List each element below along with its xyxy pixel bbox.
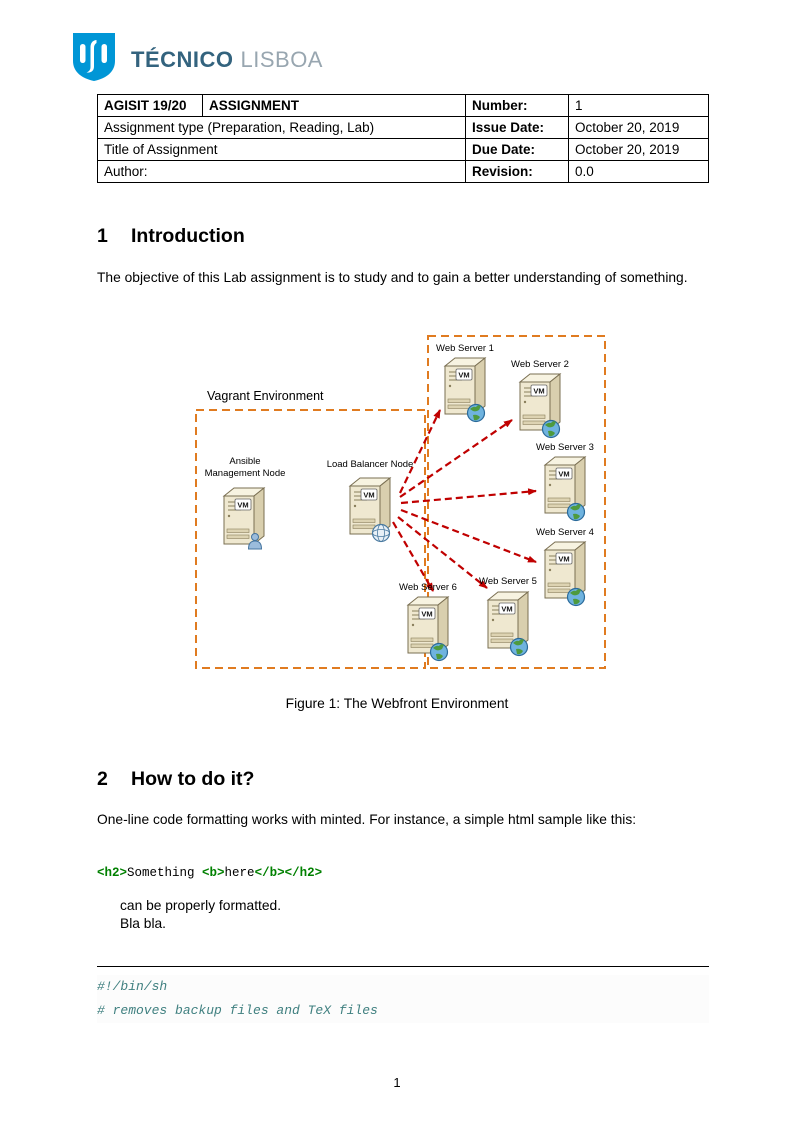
globe-icon (429, 642, 449, 662)
inline-code-sample: <h2>Something <b>here</b></h2> (97, 866, 322, 880)
vm-badge: VM (533, 387, 544, 396)
section-1-heading: 1 Introduction (97, 225, 245, 248)
assignment-title-cell: Title of Assignment (97, 138, 466, 161)
ist-shield-icon (73, 33, 115, 81)
table-row: Assignment type (Preparation, Reading, L… (97, 116, 709, 139)
vm-badge: VM (558, 555, 569, 564)
figure-caption: Figure 1: The Webfront Environment (285, 696, 509, 711)
number-value: 1 (568, 94, 709, 117)
assignment-info-table: AGISIT 19/20 ASSIGNMENT Number: 1 Assign… (97, 94, 709, 183)
howto-paragraph: One-line code formatting works with mint… (97, 812, 637, 827)
globe-icon (566, 502, 586, 522)
section-title: How to do it? (131, 768, 255, 790)
arrow-to-web-server-4 (400, 508, 537, 564)
code-token: </h2> (284, 866, 323, 880)
doc-type: ASSIGNMENT (202, 94, 466, 117)
section-number: 1 (97, 225, 108, 247)
globe-icon (509, 637, 529, 657)
code-line: #!/bin/sh (97, 979, 168, 994)
web-servers-box (427, 335, 606, 669)
node-web-server-2: Web Server 2 VM (511, 359, 569, 439)
node-web-server-5: Web Server 5 VM (479, 576, 537, 657)
section-number: 2 (97, 768, 108, 790)
node-web-server-6: Web Server 6 VM (399, 582, 457, 662)
brand-primary: TÉCNICO (131, 47, 234, 72)
shell-code-block: #!/bin/sh # removes backup files and TeX… (97, 975, 709, 1023)
node-web-server-1: Web Server 1 VM (436, 343, 494, 423)
table-row: Title of Assignment Due Date: October 20… (97, 138, 709, 161)
arrow-to-web-server-2 (399, 419, 513, 498)
code-block-top-rule (97, 966, 709, 967)
arrow-to-web-server-5 (397, 516, 488, 589)
code-token: Something (127, 866, 203, 880)
code-line: # removes backup files and TeX files (97, 1003, 378, 1018)
vm-badge: VM (421, 610, 432, 619)
issue-date-label: Issue Date: (465, 116, 569, 139)
node-label: Ansible (229, 456, 260, 467)
wire-globe-icon (371, 523, 391, 543)
issue-date-value: October 20, 2019 (568, 116, 709, 139)
globe-icon (541, 419, 561, 439)
arrow-to-web-server-1 (399, 409, 441, 494)
followup-line: can be properly formatted. (120, 898, 282, 913)
globe-icon (566, 587, 586, 607)
page-number: 1 (393, 1075, 401, 1090)
table-row: Author: Revision: 0.0 (97, 160, 709, 183)
arrow-to-web-server-3 (400, 488, 537, 505)
vm-badge: VM (501, 605, 512, 614)
globe-icon (466, 403, 486, 423)
vm-badge: VM (363, 491, 374, 500)
node-load-balancer: Load Balancer Node VM (327, 459, 414, 543)
node-label: Web Server 5 (479, 576, 537, 587)
node-ansible-management: Ansible Management Node VM (205, 456, 286, 550)
course-code: AGISIT 19/20 (97, 94, 203, 117)
code-token: <h2> (97, 866, 128, 880)
due-date-value: October 20, 2019 (568, 138, 709, 161)
revision-value: 0.0 (568, 160, 709, 183)
table-row: AGISIT 19/20 ASSIGNMENT Number: 1 (97, 94, 709, 117)
code-token: here (224, 866, 255, 880)
followup-line: Bla bla. (120, 915, 167, 931)
arrow-to-web-server-6 (392, 521, 434, 592)
vagrant-environment-label: Vagrant Environment (207, 389, 324, 403)
howto-followup-text: can be properly formatted. Bla bla. (120, 897, 281, 932)
node-web-server-4: Web Server 4 VM (536, 527, 594, 607)
node-label: Web Server 1 (436, 343, 494, 354)
node-label: Load Balancer Node (327, 459, 414, 470)
vm-badge: VM (458, 371, 469, 380)
intro-paragraph: The objective of this Lab assignment is … (97, 270, 688, 285)
revision-label: Revision: (465, 160, 569, 183)
section-title: Introduction (131, 225, 245, 247)
node-label: Web Server 2 (511, 359, 569, 370)
section-2-heading: 2 How to do it? (97, 768, 254, 791)
due-date-label: Due Date: (465, 138, 569, 161)
vm-badge: VM (558, 470, 569, 479)
node-label: Web Server 3 (536, 442, 594, 453)
node-web-server-3: Web Server 3 VM (536, 442, 594, 522)
node-label: Web Server 6 (399, 582, 457, 593)
node-label: Management Node (205, 468, 286, 479)
number-label: Number: (465, 94, 569, 117)
node-label: Web Server 4 (536, 527, 594, 538)
code-token: </b> (254, 866, 285, 880)
author-cell: Author: (97, 160, 466, 183)
assignment-type-cell: Assignment type (Preparation, Reading, L… (97, 116, 466, 139)
brand-secondary: LISBOA (240, 47, 323, 72)
code-token: <b> (202, 866, 225, 880)
webfront-environment-diagram: Vagrant Environment Ansible Management N… (195, 335, 606, 669)
vm-badge: VM (237, 501, 248, 510)
